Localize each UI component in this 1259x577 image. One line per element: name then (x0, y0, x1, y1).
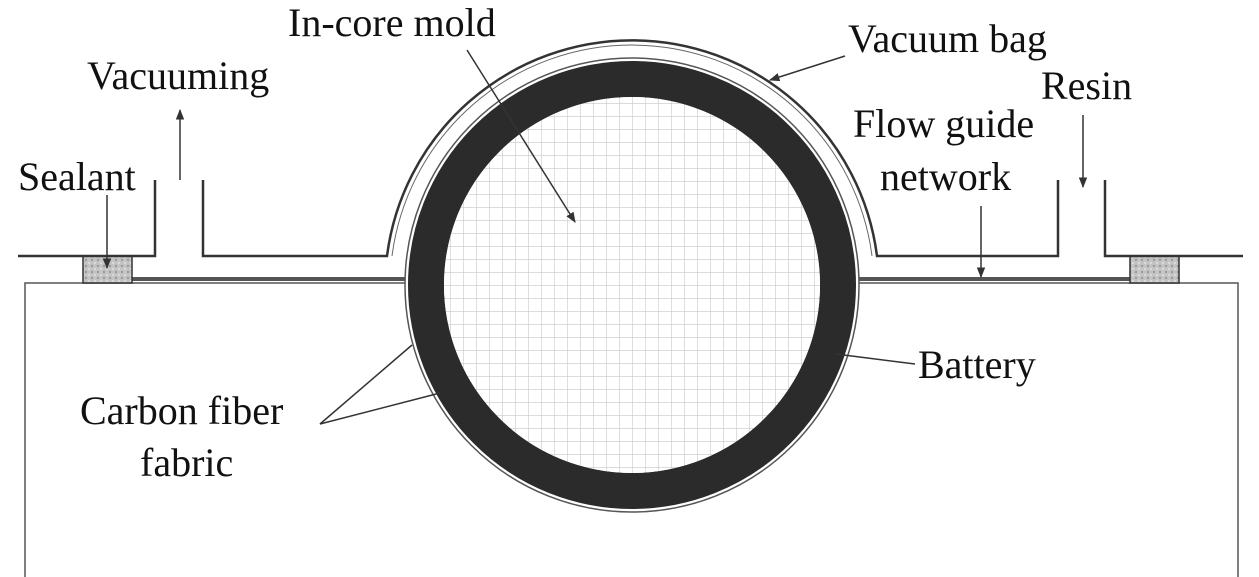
label-resin: Resin (1041, 63, 1132, 108)
battery-leader (835, 353, 916, 365)
sealant-right (1129, 255, 1180, 284)
label-flow-guide-1: Flow guide (853, 101, 1034, 146)
battery-ring (408, 61, 856, 509)
label-vacuuming: Vacuuming (87, 53, 269, 98)
carbon-fiber-leader-1 (319, 344, 413, 425)
label-sealant: Sealant (18, 154, 136, 199)
label-carbon-fiber-2: fabric (140, 440, 233, 485)
label-in-core-mold: In-core mold (288, 0, 496, 45)
carbon-fiber-leader-2 (319, 392, 441, 425)
vacuum-bag-arrow (768, 55, 846, 82)
vacuum-bag-inner (391, 44, 873, 257)
in-core-mold-arrow (466, 49, 576, 223)
label-carbon-fiber-1: Carbon fiber (80, 388, 283, 433)
label-flow-guide-2: network (880, 154, 1011, 199)
in-core-mold (444, 97, 820, 473)
label-battery: Battery (918, 342, 1036, 387)
label-vacuum-bag: Vacuum bag (848, 16, 1047, 61)
vacuum-bag (18, 39, 1243, 258)
